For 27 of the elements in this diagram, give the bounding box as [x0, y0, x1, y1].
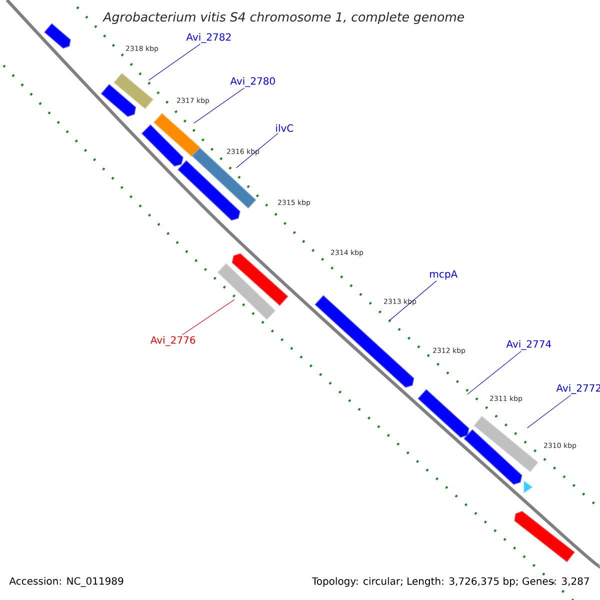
- gene-bar: [217, 263, 276, 320]
- gene-block: [44, 23, 71, 49]
- gene-label: Avi_2774: [506, 340, 552, 350]
- gene-label: mcpA: [430, 270, 458, 280]
- leader-line: [236, 132, 279, 168]
- leader-line: [526, 394, 572, 428]
- footer-text: Accession: NC_011989: [9, 577, 124, 587]
- leader-line: [466, 350, 522, 395]
- gene-bar: [474, 416, 538, 472]
- gene-label: Avi_2776: [150, 336, 196, 346]
- leader-line: [148, 44, 200, 81]
- gene-bar: [114, 72, 154, 110]
- gene-block: [100, 84, 136, 117]
- leader-line: [194, 88, 244, 124]
- title: Agrobacterium vitis S4 chromosome 1, complete genome: [102, 12, 464, 24]
- gene-label: ilvC: [276, 124, 294, 132]
- gene-label: Avi_2780: [230, 77, 275, 87]
- leader-line: [389, 280, 437, 321]
- gene-block: [514, 510, 575, 562]
- gene-label: Avi_2782: [186, 33, 231, 43]
- gene-block: [232, 253, 288, 306]
- gene-block: [464, 429, 522, 485]
- footer-text: Topology: circular; Length: 3,726,375 bp; Genes: 3,287: [312, 577, 589, 587]
- gene-block: [178, 160, 240, 221]
- gene-block: [314, 295, 414, 388]
- gene-block: [418, 389, 470, 438]
- leader-line: [182, 299, 235, 336]
